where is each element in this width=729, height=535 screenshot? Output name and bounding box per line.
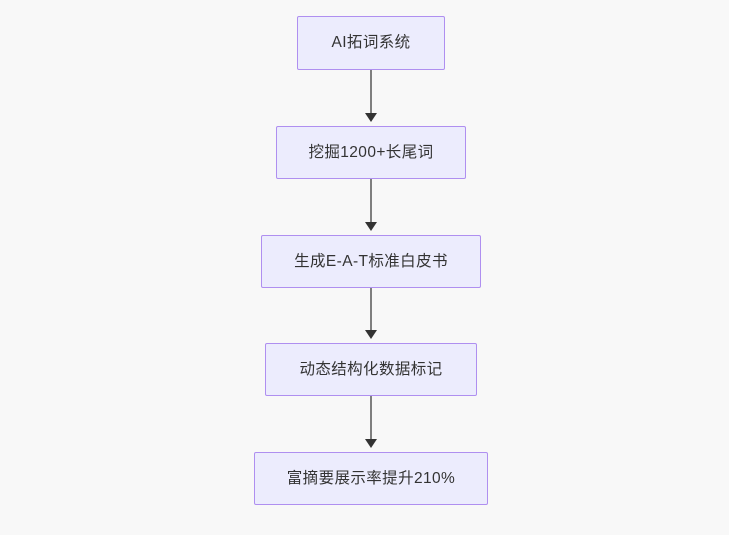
flow-edge-2 bbox=[370, 288, 372, 334]
flow-node-dynamic-structured-data-markup[interactable]: 动态结构化数据标记 bbox=[265, 343, 477, 396]
flow-node-label: AI拓词系统 bbox=[331, 34, 411, 52]
arrow-down-icon bbox=[365, 330, 377, 339]
arrow-down-icon bbox=[365, 439, 377, 448]
flow-edge-0 bbox=[370, 70, 372, 117]
flow-node-rich-snippet-impression-lift[interactable]: 富摘要展示率提升210% bbox=[254, 452, 488, 505]
arrow-down-icon bbox=[365, 222, 377, 231]
flow-node-label: 动态结构化数据标记 bbox=[299, 360, 443, 378]
flow-edge-1 bbox=[370, 179, 372, 226]
flow-node-label: 富摘要展示率提升210% bbox=[286, 469, 456, 487]
flow-node-ai-keyword-system[interactable]: AI拓词系统 bbox=[297, 16, 445, 70]
arrow-down-icon bbox=[365, 113, 377, 122]
flow-node-generate-eat-whitepaper[interactable]: 生成E-A-T标准白皮书 bbox=[261, 235, 481, 288]
flow-node-mine-longtail-keywords[interactable]: 挖掘1200+长尾词 bbox=[276, 126, 466, 179]
flow-node-label: 挖掘1200+长尾词 bbox=[308, 143, 434, 161]
flow-edge-3 bbox=[370, 396, 372, 443]
flow-node-label: 生成E-A-T标准白皮书 bbox=[294, 252, 448, 270]
